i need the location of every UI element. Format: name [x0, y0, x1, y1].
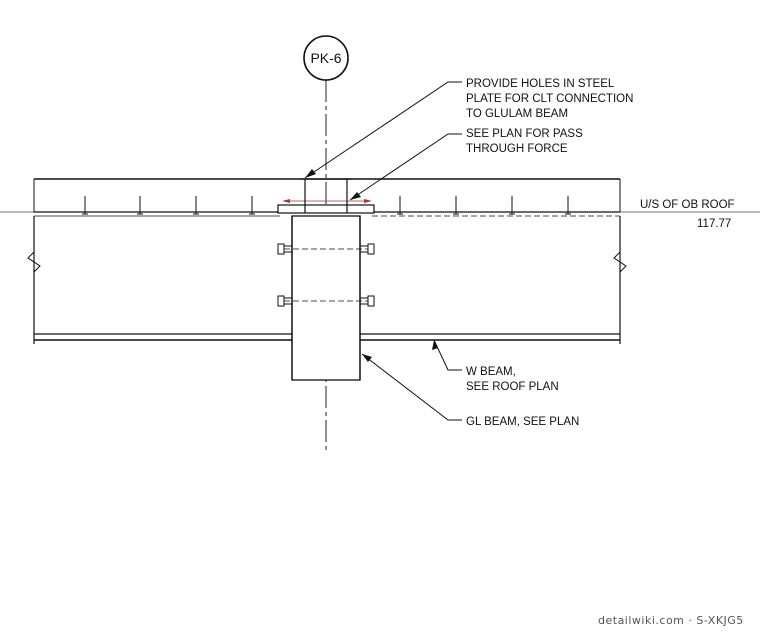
leader-lines [304, 81, 462, 421]
knife-plate-stem [300, 178, 352, 213]
note-holes-line-1: PROVIDE HOLES IN STEEL [466, 78, 615, 90]
elevation-label: U/S OF OB ROOF [640, 199, 735, 211]
grid-bubble-label: PK-6 [310, 50, 341, 66]
note-w-beam-line-2: SEE ROOF PLAN [466, 381, 559, 393]
break-lines [27, 251, 627, 273]
note-pass-through-line-2: THROUGH FORCE [466, 143, 568, 155]
steel-plate [277, 199, 375, 214]
clt-screws [82, 196, 571, 215]
note-pass-through-line-1: SEE PLAN FOR PASS [466, 128, 583, 140]
note-holes-line-2: PLATE FOR CLT CONNECTION [466, 93, 633, 105]
note-w-beam-line-1: W BEAM, [466, 366, 516, 378]
bolts [277, 243, 375, 307]
watermark: detailwiki.com · S-XKJG5 [598, 614, 744, 627]
leader-arrowheads [305, 169, 438, 362]
note-holes-line-3: TO GLULAM BEAM [466, 108, 568, 120]
glulam-beam [291, 215, 361, 381]
note-gl-beam: GL BEAM, SEE PLAN [466, 416, 579, 428]
grid-bubble: PK-6 [303, 35, 349, 81]
elevation-value: 117.77 [697, 218, 731, 230]
w-beam [33, 216, 621, 344]
